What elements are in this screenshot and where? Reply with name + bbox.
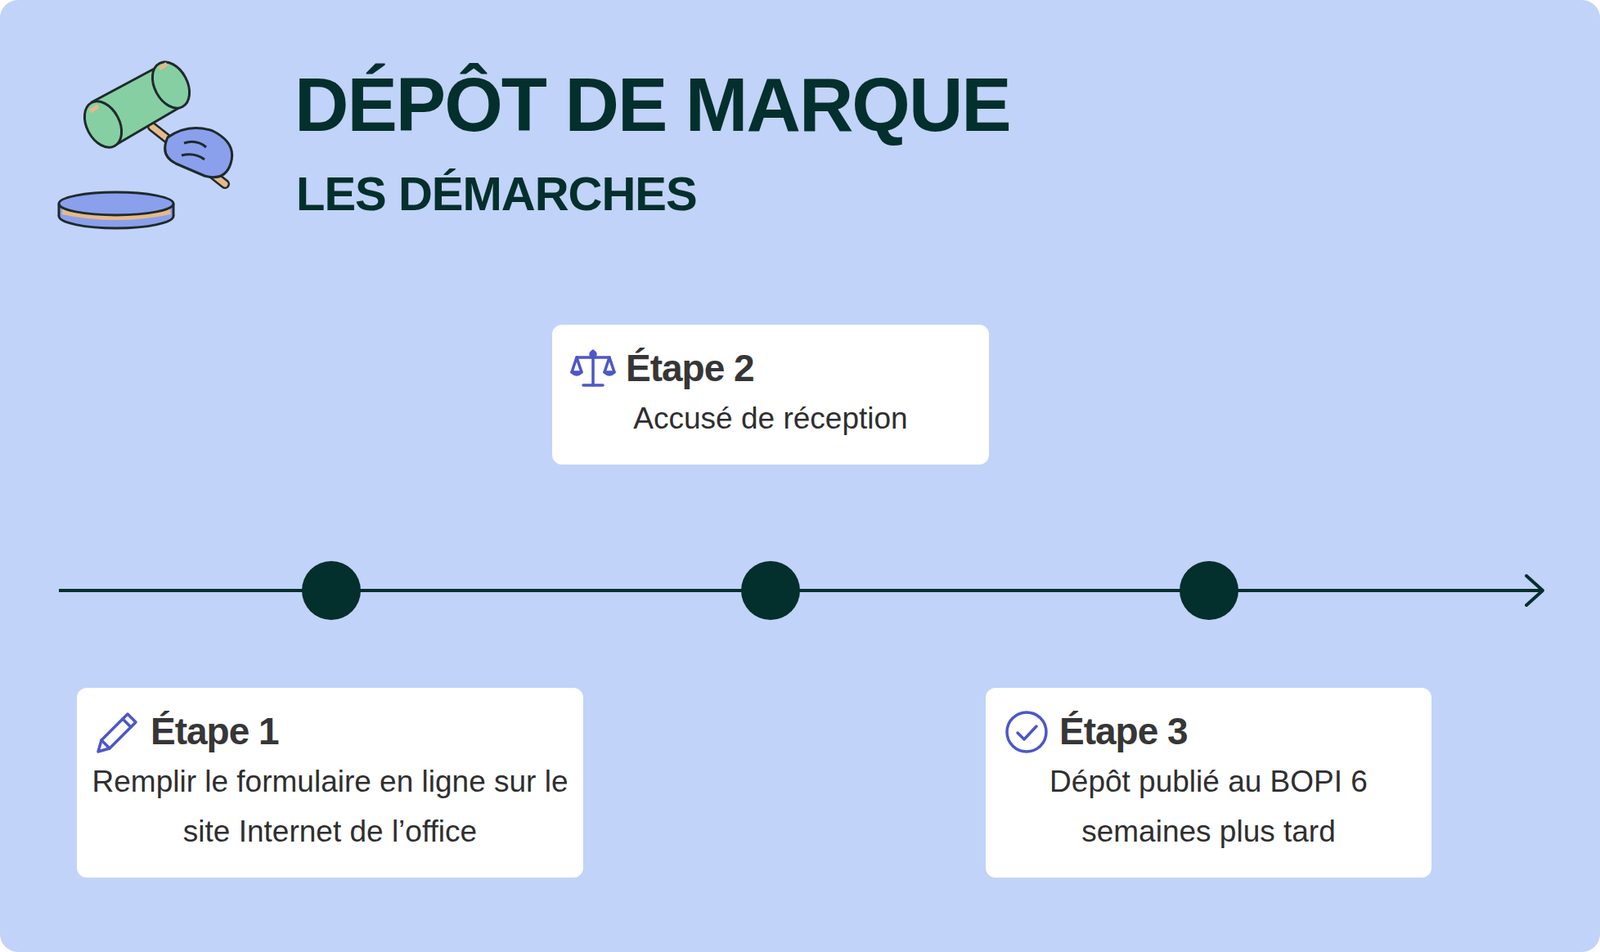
step-heading: Étape 1 (150, 709, 279, 755)
step-heading: Étape 2 (625, 346, 755, 392)
gavel-illustration (58, 55, 233, 229)
step-box: Étape 3Dépôt publié au BOPI 6 semaines p… (985, 687, 1432, 878)
step-box: Étape 1Remplir le formulaire en ligne su… (76, 687, 584, 878)
timeline (58, 561, 1543, 621)
subtitle-label: LES DÉMARCHES (296, 167, 697, 221)
step-description: Remplir le formulaire en ligne sur le si… (91, 756, 569, 857)
step-heading-row: Étape 1 (91, 709, 569, 756)
pencil-icon (94, 709, 141, 756)
scales-icon (570, 346, 616, 392)
step-description: Accusé de réception (566, 393, 975, 444)
step-heading-row: Étape 3 (1000, 709, 1417, 756)
check-icon (1003, 709, 1050, 756)
step-heading: Étape 3 (1059, 709, 1188, 755)
step-description: Dépôt publié au BOPI 6 semaines plus tar… (1000, 756, 1417, 857)
diagram-title: DÉPÔT DE MARQUE (294, 63, 1011, 147)
step-box: Étape 2Accusé de réception (552, 324, 989, 465)
step-heading-row: Étape 2 (566, 346, 975, 392)
